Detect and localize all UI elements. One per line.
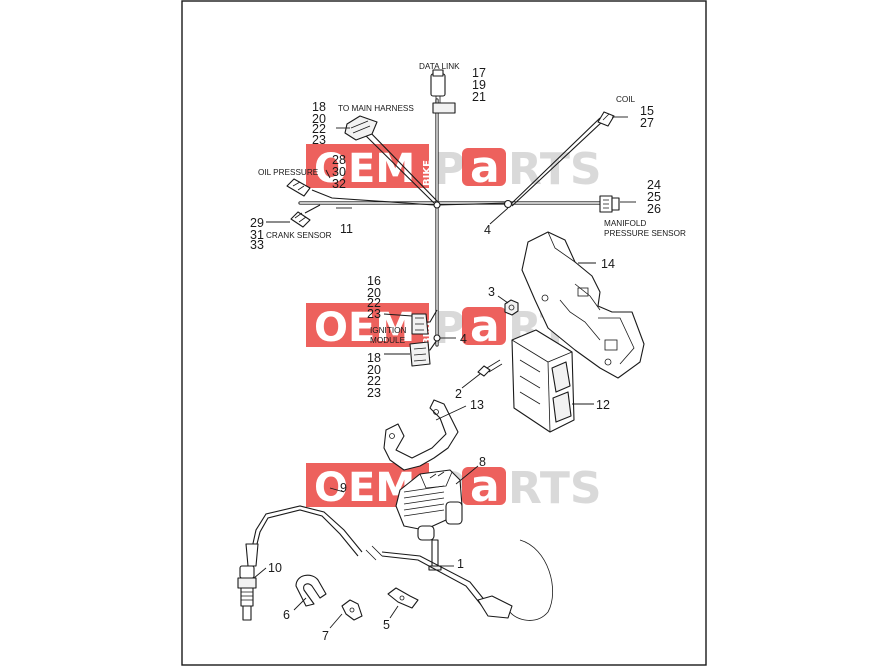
wire-clip-small [341,599,363,621]
callout-16: 16 [367,274,381,288]
callout-22: 22 [367,374,381,388]
diagram-frame [181,0,707,666]
label-coil: COIL [616,95,636,104]
callout-17: 17 [472,66,486,80]
callout-33: 33 [250,238,264,252]
screw-lower [428,539,442,571]
ignition-coil [395,469,463,541]
ecm-module [511,329,575,433]
callout-12: 12 [596,398,610,412]
label-to-main-harness: TO MAIN HARNESS [338,104,414,113]
screw-upper [477,359,503,377]
oil-pressure-connector [286,178,311,197]
leader-lines [253,116,636,629]
callout-14: 14 [601,257,615,271]
wire-clip-large [295,574,327,607]
callout-23: 23 [367,307,381,321]
callout-13: 13 [470,398,484,412]
callout-19: 19 [472,78,486,92]
callout-6: 6 [283,608,290,622]
watermark-a-box [462,467,506,505]
watermark-rts-text: RTS [508,463,602,514]
watermark-bike-text: BIKE [422,160,433,186]
callout-32: 32 [332,177,346,191]
label-pressure-sensor: PRESSURE SENSOR [604,229,686,238]
label-crank-sensor: CRANK SENSOR [266,231,332,240]
nut [504,299,519,316]
spark-plug-wire [245,505,553,621]
watermark-a-box [462,148,506,186]
callout-18: 18 [312,100,326,114]
callout-20: 20 [312,112,326,126]
coil-bracket [383,399,459,471]
callout-20: 20 [367,286,381,300]
crank-sensor-connector [290,211,311,228]
watermark-a-box [462,307,506,345]
callout-4-lower: 4 [460,332,467,346]
coil-connector [597,111,615,127]
callout-20: 20 [367,363,381,377]
manifold-sensor-connector [599,195,620,213]
watermark-a-text: a [470,142,500,193]
main-harness-connector [344,115,378,141]
callout-3: 3 [488,285,495,299]
callout-22: 22 [312,122,326,136]
callout-10: 10 [268,561,282,575]
watermark-a-text: a [470,301,500,352]
callout-5: 5 [383,618,390,632]
callout-29: 29 [250,216,264,230]
ecm-bracket [521,231,645,379]
watermark-top: OEM BIKE P a RTS [306,142,602,195]
watermark-oem-text: OEM [314,146,415,192]
callout-9: 9 [340,481,347,495]
wire-clip-flat [387,587,419,609]
callout-25: 25 [647,190,661,204]
callout-numbers: 17 19 21 18 20 22 23 15 27 28 30 32 24 2… [250,66,661,643]
callout-28: 28 [332,153,346,167]
callout-21: 21 [472,90,486,104]
callout-26: 26 [647,202,661,216]
callout-15: 15 [640,104,654,118]
callout-30: 30 [332,165,346,179]
label-module: MODULE [370,336,406,345]
harness-clip-upper [503,199,513,209]
wiring-harness [298,98,604,351]
label-ignition: IGNITION [370,326,406,335]
label-manifold: MANIFOLD [604,219,646,228]
callout-8: 8 [479,455,486,469]
label-oil-pressure: OIL PRESSURE [258,168,319,177]
callout-23: 23 [312,133,326,147]
callout-4-upper: 4 [484,223,491,237]
text-labels: DATA LINK TO MAIN HARNESS COIL OIL PRESS… [258,62,686,345]
data-link-connector [430,69,456,114]
watermark-red-box [306,303,429,347]
watermark-red-box [306,144,429,188]
callout-7: 7 [322,629,329,643]
callout-23: 23 [367,386,381,400]
watermark-a-text: a [470,461,500,512]
spark-plug [237,565,257,621]
callout-2: 2 [455,387,462,401]
callout-24: 24 [647,178,661,192]
callout-11: 11 [340,222,353,236]
callout-31: 31 [250,228,264,242]
watermark-rts-text: RTS [508,144,602,195]
callout-1: 1 [457,557,464,571]
label-data-link: DATA LINK [419,62,460,71]
watermark-oem-text: OEM [314,305,415,351]
callout-27: 27 [640,116,654,130]
ignition-module-connectors [409,313,441,367]
callout-22: 22 [367,296,381,310]
callout-18: 18 [367,351,381,365]
